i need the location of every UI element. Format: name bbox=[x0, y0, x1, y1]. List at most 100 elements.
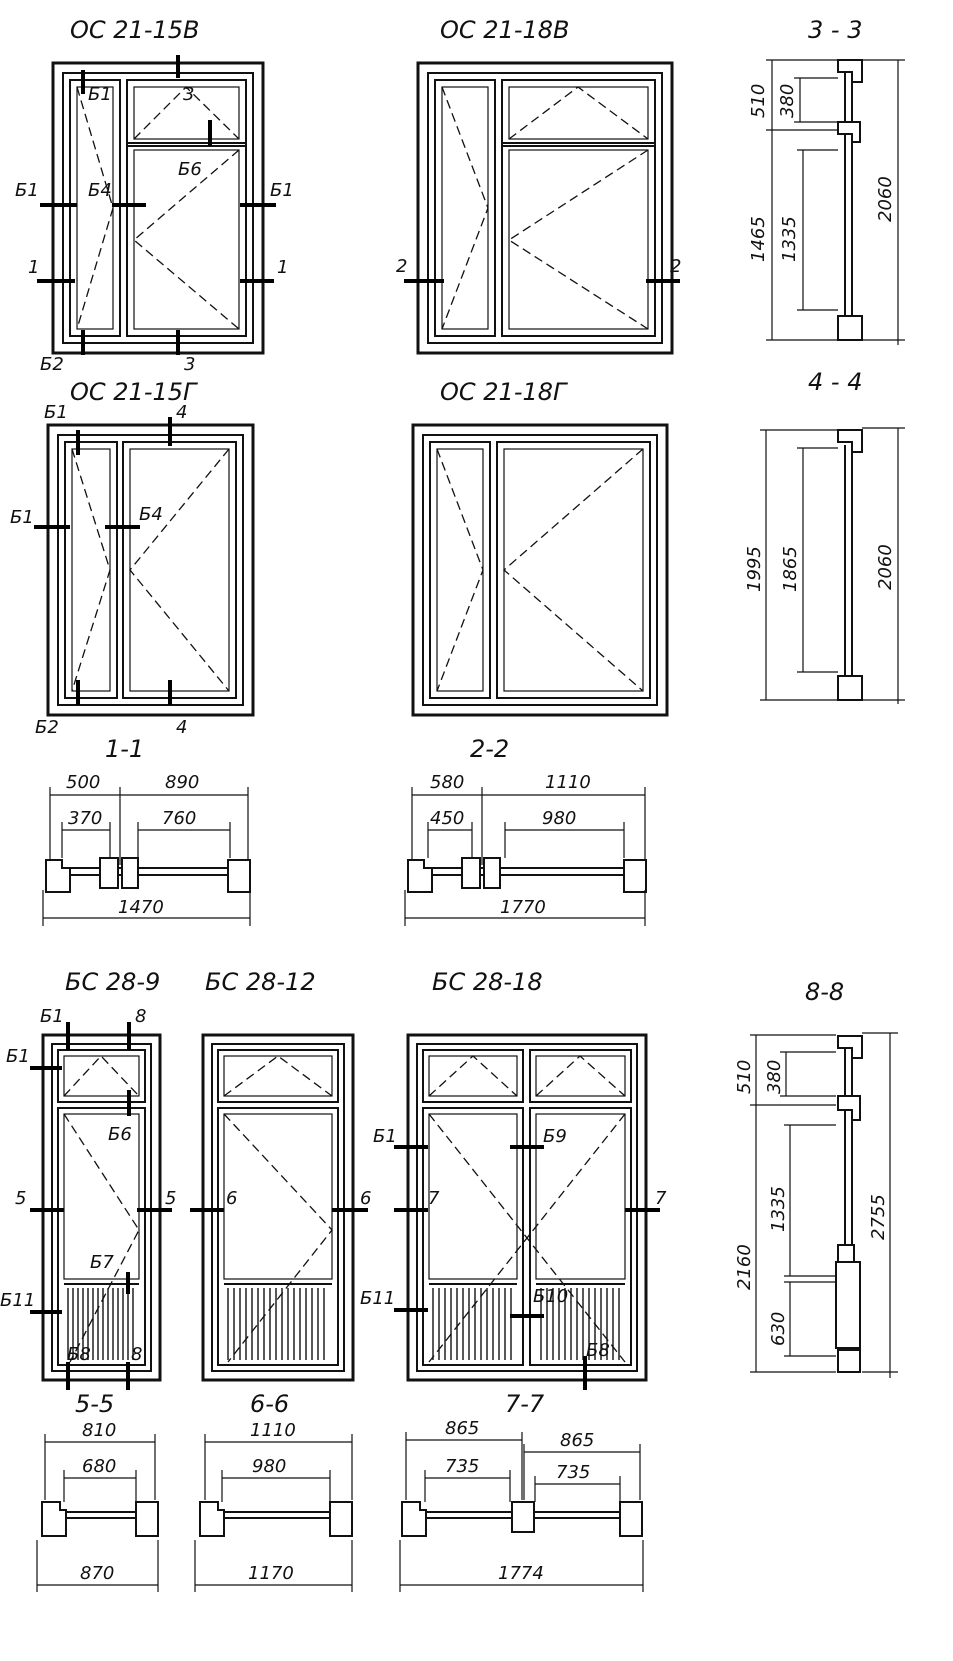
title-section-3-3: 3 - 3 bbox=[808, 16, 862, 44]
dim-2-2-left-inner: 450 bbox=[430, 808, 464, 829]
dim-1-1-left: 500 bbox=[66, 772, 100, 793]
mark-b1-top: Б1 bbox=[88, 84, 112, 105]
section-4-4: 4 - 4 2060 1995 1865 bbox=[744, 368, 905, 704]
dim-6-6-inner: 980 bbox=[252, 1456, 286, 1477]
title-section-2-2: 2-2 bbox=[470, 735, 509, 763]
mark-8-bottom: 8 bbox=[131, 1344, 142, 1365]
dim-2-2-left: 580 bbox=[430, 772, 464, 793]
title-section-4-4: 4 - 4 bbox=[808, 368, 862, 396]
dim-6-6-outer: 1110 bbox=[250, 1420, 296, 1441]
mark-4-bottom: 4 bbox=[176, 717, 187, 738]
window-os21-15v: ОС 21-15В Б1 3 Б6 Б1 Б4 Б1 1 1 Б2 3 bbox=[15, 16, 294, 375]
dim-5-5-outer: 810 bbox=[82, 1420, 116, 1441]
title-bs28-18: БС 28-18 bbox=[432, 968, 543, 996]
mark-b1-left-bs9: Б1 bbox=[6, 1046, 30, 1067]
dim-2-2-right-inner: 980 bbox=[542, 808, 576, 829]
dim-2-2-right: 1110 bbox=[545, 772, 591, 793]
dim-3-3-top-inner: 380 bbox=[777, 84, 798, 118]
dim-3-3-top: 510 bbox=[748, 84, 769, 118]
title-os21-15v: ОС 21-15В bbox=[70, 16, 199, 44]
mark-1-left: 1 bbox=[28, 257, 39, 278]
mark-5-right: 5 bbox=[165, 1188, 176, 1209]
mark-b1-top-15g: Б1 bbox=[44, 402, 68, 423]
dim-7-7-right: 865 bbox=[560, 1430, 594, 1451]
dim-7-7-total: 1774 bbox=[498, 1563, 544, 1584]
dim-1-1-right: 890 bbox=[165, 772, 199, 793]
door-bs28-12: БС 28-12 6 6 bbox=[190, 968, 371, 1382]
title-bs28-12: БС 28-12 bbox=[205, 968, 316, 996]
mark-b6-bs9: Б6 bbox=[108, 1124, 132, 1145]
mark-3-bottom: 3 bbox=[184, 354, 195, 375]
section-7-7: 7-7 865 865 735 735 1774 bbox=[399, 1390, 644, 1592]
dim-5-5-total: 870 bbox=[80, 1563, 114, 1584]
mark-b1-top-bs9: Б1 bbox=[40, 1006, 64, 1027]
section-2-2: 2-2 580 1110 450 980 1770 bbox=[404, 735, 647, 926]
dim-8-8-mid-inner: 1335 bbox=[768, 1186, 789, 1232]
mark-4-top: 4 bbox=[176, 402, 187, 423]
mark-b6: Б6 bbox=[178, 159, 202, 180]
dim-4-4-total: 2060 bbox=[875, 544, 896, 590]
mark-5-left: 5 bbox=[15, 1188, 26, 1209]
dim-7-7-left: 865 bbox=[445, 1418, 479, 1439]
dim-1-1-total: 1470 bbox=[118, 897, 164, 918]
dim-8-8-top: 510 bbox=[734, 1060, 755, 1094]
mark-b11-bs9: Б11 bbox=[0, 1290, 35, 1311]
dim-7-7-left-inner: 735 bbox=[445, 1456, 479, 1477]
mark-b1-left: Б1 bbox=[15, 180, 39, 201]
dim-1-1-left-inner: 370 bbox=[68, 808, 102, 829]
dim-5-5-inner: 680 bbox=[82, 1456, 116, 1477]
dim-3-3-bottom-inner: 1335 bbox=[779, 216, 800, 262]
mark-b7: Б7 bbox=[90, 1252, 114, 1273]
door-bs28-18: БС 28-18 Б1 Б9 7 7 Б11 Б10 Б8 bbox=[360, 968, 667, 1390]
dim-8-8-total: 2755 bbox=[868, 1194, 889, 1240]
window-os21-15g: ОС 21-15Г Б1 4 Б1 Б4 Б2 4 bbox=[10, 378, 255, 738]
mark-b4-15g: Б4 bbox=[139, 504, 163, 525]
mark-6-right: 6 bbox=[360, 1188, 371, 1209]
mark-b1-right: Б1 bbox=[270, 180, 294, 201]
dim-7-7-right-inner: 735 bbox=[556, 1462, 590, 1483]
title-os21-18v: ОС 21-18В bbox=[440, 16, 569, 44]
mark-1-right: 1 bbox=[277, 257, 288, 278]
title-os21-18g: ОС 21-18Г bbox=[440, 378, 568, 406]
dim-8-8-top-inner: 380 bbox=[764, 1060, 785, 1094]
mark-b10: Б10 bbox=[533, 1286, 568, 1307]
mark-b1-left-15g: Б1 bbox=[10, 507, 34, 528]
mark-b4: Б4 bbox=[88, 180, 112, 201]
mark-8-top: 8 bbox=[135, 1006, 146, 1027]
mark-b2: Б2 bbox=[40, 354, 64, 375]
dim-4-4-inner: 1865 bbox=[780, 546, 801, 592]
section-5-5: 5-5 810 680 870 bbox=[36, 1390, 159, 1592]
mark-b8-bs9: Б8 bbox=[67, 1344, 91, 1365]
mark-2-left: 2 bbox=[396, 256, 407, 277]
section-6-6: 6-6 1110 980 1170 bbox=[194, 1390, 353, 1592]
window-os21-18v: ОС 21-18В 2 2 bbox=[396, 16, 681, 355]
section-3-3: 3 - 3 2060 510 1465 380 1335 bbox=[748, 16, 905, 345]
mark-b11-bs18: Б11 bbox=[360, 1288, 395, 1309]
dim-4-4-outer: 1995 bbox=[744, 546, 765, 592]
title-section-7-7: 7-7 bbox=[505, 1390, 545, 1418]
mark-b9: Б9 bbox=[543, 1126, 567, 1147]
dim-8-8-bottom: 2160 bbox=[734, 1244, 755, 1290]
mark-b2-15g: Б2 bbox=[35, 717, 59, 738]
title-section-6-6: 6-6 bbox=[250, 1390, 289, 1418]
title-section-1-1: 1-1 bbox=[105, 735, 144, 763]
mark-b1-bs18: Б1 bbox=[373, 1126, 397, 1147]
title-os21-15g: ОС 21-15Г bbox=[70, 378, 198, 406]
dim-3-3-total: 2060 bbox=[875, 176, 896, 222]
mark-3-top: 3 bbox=[183, 84, 194, 105]
title-bs28-9: БС 28-9 bbox=[65, 968, 160, 996]
section-1-1: 1-1 500 890 370 760 1470 bbox=[42, 735, 251, 926]
door-bs28-9: БС 28-9 Б1 8 Б1 Б6 5 5 Б7 Б11 Б8 8 bbox=[0, 968, 176, 1390]
mark-b8-bs18: Б8 bbox=[586, 1340, 610, 1361]
dim-2-2-total: 1770 bbox=[500, 897, 546, 918]
window-os21-18g: ОС 21-18Г bbox=[411, 378, 669, 717]
mark-7-left: 7 bbox=[428, 1188, 440, 1209]
title-section-8-8: 8-8 bbox=[805, 978, 844, 1006]
mark-6-left: 6 bbox=[226, 1188, 237, 1209]
title-section-5-5: 5-5 bbox=[75, 1390, 114, 1418]
dim-3-3-bottom: 1465 bbox=[748, 216, 769, 262]
section-8-8: 8-8 2755 510 2160 380 1335 630 bbox=[734, 978, 898, 1378]
dim-6-6-total: 1170 bbox=[248, 1563, 294, 1584]
dim-8-8-low-inner: 630 bbox=[768, 1312, 789, 1346]
